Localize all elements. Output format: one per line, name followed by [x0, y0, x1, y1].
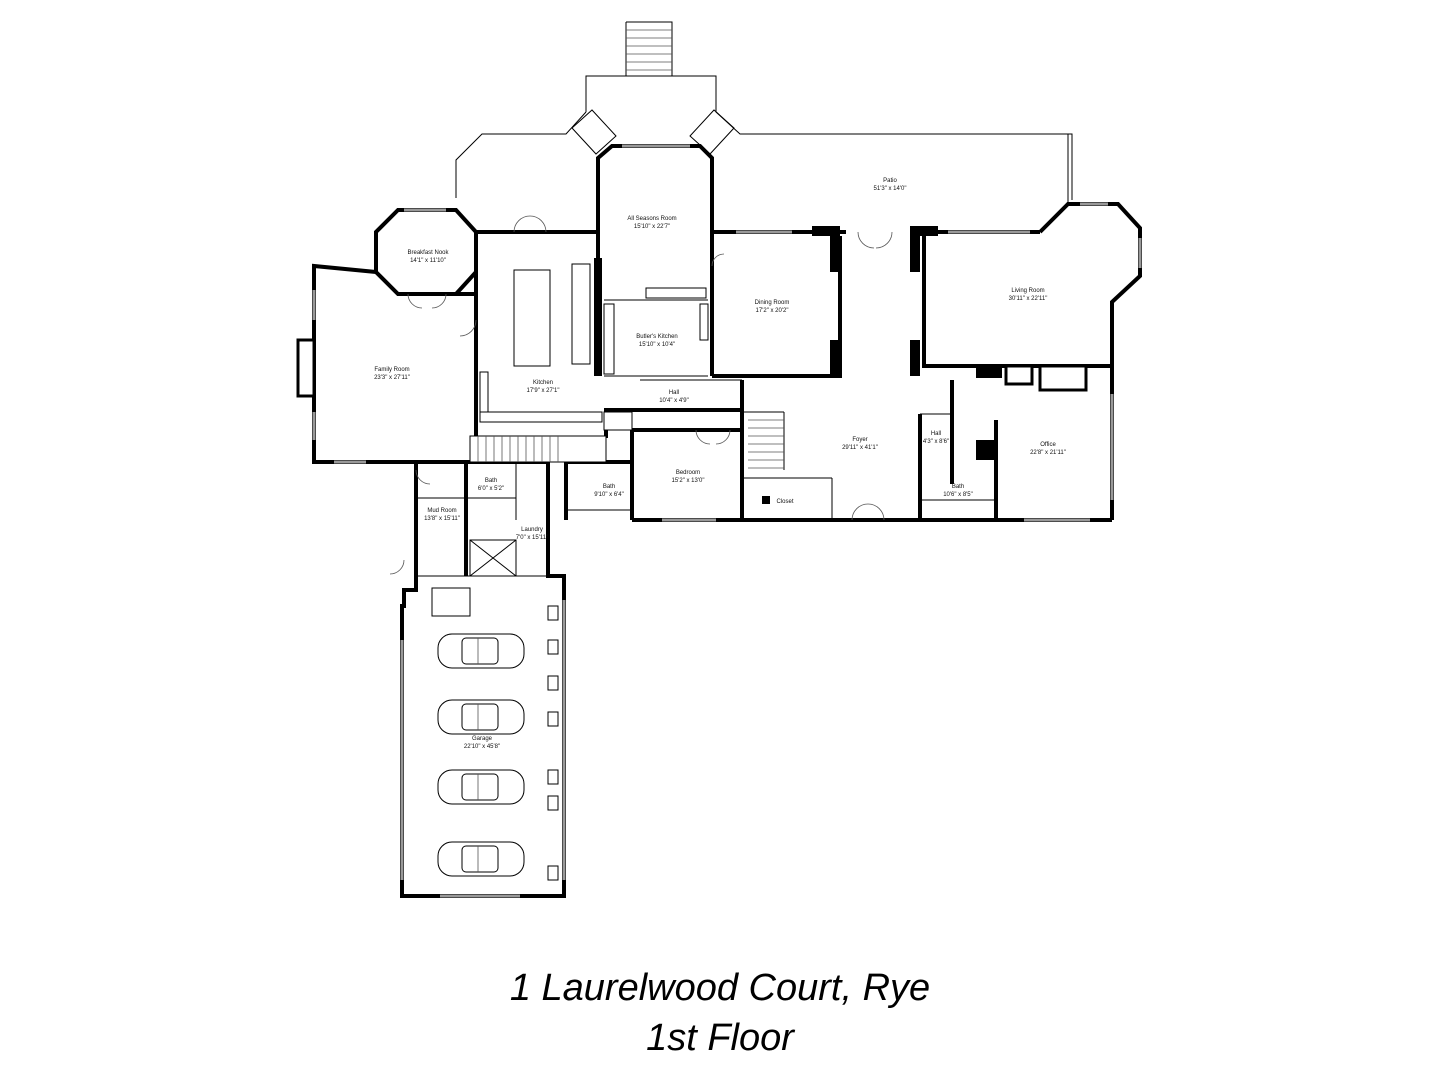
- hall-label: Hall: [931, 431, 941, 437]
- doors: [389, 215, 893, 575]
- room-labels: Patio 51'3" x 14'0" All Seasons Room 15'…: [374, 178, 1066, 750]
- butlers-kitchen-label: Butler's Kitchen: [636, 334, 678, 340]
- all-seasons-room-dims: 15'10" x 22'7": [634, 224, 670, 230]
- foyer-label: Foyer: [852, 437, 867, 443]
- hall-dims: 4'3" x 8'6": [923, 439, 949, 445]
- bath-label: Bath: [603, 484, 615, 490]
- page-subtitle: 1st Floor: [646, 1017, 794, 1059]
- mud-room-dims: 13'8" x 15'11": [424, 516, 460, 522]
- page-title: 1 Laurelwood Court, Rye: [509, 967, 931, 1009]
- garage-dims: 22'10" x 45'8": [464, 744, 500, 750]
- patio-label: Patio: [883, 178, 897, 184]
- foyer-dims: 29'11" x 41'1": [842, 445, 878, 451]
- kitchen-dims: 17'9" x 27'1": [527, 388, 560, 394]
- breakfast-nook-label: Breakfast Nook: [407, 250, 449, 256]
- foyer-stairs: [748, 419, 784, 504]
- laundry-label: Laundry: [521, 527, 543, 533]
- dining-room-dims: 17'2" x 20'2": [756, 308, 789, 314]
- bath-dims: 6'0" x 5'2": [478, 486, 504, 492]
- hall-dims: 10'4" x 4'9": [659, 398, 689, 404]
- bath-dims: 9'10" x 6'4": [594, 492, 624, 498]
- kitchen-fixtures: [469, 263, 709, 463]
- bath-label: Bath: [485, 478, 497, 484]
- all-seasons-room-label: All Seasons Room: [627, 216, 676, 222]
- closet-label: Closet: [776, 499, 793, 505]
- dining-room-label: Dining Room: [755, 300, 790, 306]
- bedroom-dims: 15'2" x 13'0": [672, 478, 705, 484]
- hall-label: Hall: [669, 390, 679, 396]
- bedroom-label: Bedroom: [676, 470, 700, 476]
- office-label: Office: [1040, 442, 1056, 448]
- family-room-label: Family Room: [374, 367, 409, 373]
- garage-cars: [437, 605, 559, 881]
- living-room-dims: 30'11" x 22'11": [1009, 296, 1048, 302]
- living-room-label: Living Room: [1011, 288, 1044, 294]
- bath-dims: 10'6" x 8'5": [943, 492, 973, 498]
- family-room-dims: 23'3" x 27'11": [374, 375, 410, 381]
- patio-outline: [455, 21, 1073, 204]
- office-dims: 22'8" x 21'11": [1030, 450, 1066, 456]
- bath-label: Bath: [952, 484, 964, 490]
- butlers-kitchen-dims: 15'10" x 10'4": [639, 342, 675, 348]
- exterior-walls: [296, 144, 1142, 898]
- garage-label: Garage: [472, 736, 493, 742]
- mud-room-label: Mud Room: [427, 508, 456, 514]
- windows: [312, 144, 1142, 898]
- structural-piers: [594, 226, 1088, 460]
- kitchen-label: Kitchen: [533, 380, 553, 386]
- laundry-dims: 7'0" x 15'11": [516, 535, 548, 541]
- patio-dims: 51'3" x 14'0": [874, 186, 907, 192]
- breakfast-nook-dims: 14'1" x 11'10": [410, 258, 446, 264]
